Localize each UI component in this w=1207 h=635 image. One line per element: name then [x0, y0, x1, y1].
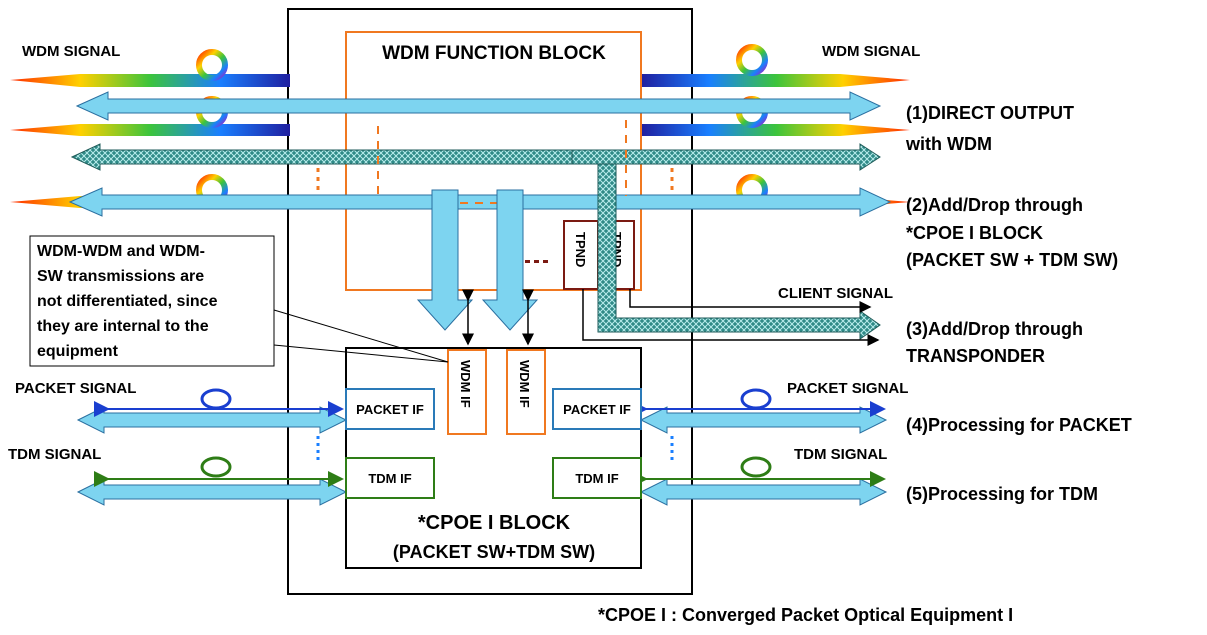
wdm-signal-left-label: WDM SIGNAL	[22, 43, 120, 60]
packet-if-right-label: PACKET IF	[563, 402, 631, 417]
packet-ring-left	[200, 388, 232, 410]
route2-label-2: *CPOE I BLOCK	[906, 223, 1043, 243]
client-line-1	[629, 289, 872, 313]
svg-text:WDM-WDM and WDM-: WDM-WDM and WDM-	[37, 243, 205, 260]
cpoe-block-line2: (PACKET SW+TDM SW)	[393, 542, 595, 562]
equipment-outer-box	[287, 8, 693, 595]
note-text: WDM-WDM and WDM- SW transmissions are no…	[37, 243, 218, 360]
teal-hatched-arrow	[70, 143, 881, 171]
note-box	[29, 235, 275, 367]
svg-text:SW transmissions are: SW transmissions are	[37, 268, 204, 285]
route5-label: (5)Processing for TDM	[906, 484, 1098, 504]
wdm-if-box-1	[447, 349, 487, 435]
wdm-if-box-2	[506, 349, 546, 435]
outer-dashes	[316, 168, 674, 190]
packet-arrow-right	[639, 406, 888, 434]
tpnd-dots	[525, 260, 548, 263]
tdm-ring-right	[740, 456, 772, 478]
teal-client-path	[597, 163, 881, 340]
wdm-streaks-right	[642, 74, 910, 208]
route3-label-2: TRANSPONDER	[906, 346, 1045, 366]
packet-if-left	[345, 388, 435, 430]
cpoe-block-line1: *CPOE I BLOCK	[418, 512, 571, 534]
route3-label-1: (3)Add/Drop through	[906, 319, 1083, 339]
wdm-if-label-2: WDM IF	[517, 360, 532, 408]
tdm-if-left-label: TDM IF	[368, 471, 411, 486]
client-signal-label: CLIENT SIGNAL	[778, 285, 893, 302]
client-line-2	[582, 289, 880, 346]
route1-label-1: (1)DIRECT OUTPUT	[906, 103, 1074, 123]
tdm-if-right	[552, 457, 642, 499]
packet-ring-right	[740, 388, 772, 410]
packet-if-right	[552, 388, 642, 430]
packet-arrow-left	[76, 406, 348, 434]
wdm-streaks-left	[10, 74, 290, 208]
wdm-if-label-1: WDM IF	[458, 360, 473, 408]
wdm-signal-right-label: WDM SIGNAL	[822, 43, 920, 60]
svg-text:they are internal to the: they are internal to the	[37, 318, 209, 335]
wdm-function-block-label: WDM FUNCTION BLOCK	[382, 43, 606, 64]
tdm-arrow-right	[639, 478, 888, 506]
tdm-signal-left-label: TDM SIGNAL	[8, 446, 101, 463]
route4-label: (4)Processing for PACKET	[906, 415, 1132, 435]
down-arrow-1	[416, 189, 474, 331]
svg-text:equipment: equipment	[37, 343, 119, 360]
route1-label-2: with WDM	[905, 134, 992, 154]
packet-signal-left-label: PACKET SIGNAL	[15, 380, 136, 397]
footnote: *CPOE I : Converged Packet Optical Equip…	[598, 605, 1013, 625]
route2-label-3: (PACKET SW + TDM SW)	[906, 250, 1118, 270]
tdm-arrow-left	[76, 478, 348, 506]
tdm-if-left	[345, 457, 435, 499]
route1-arrow	[75, 91, 882, 121]
route2-label-1: (2)Add/Drop through	[906, 195, 1083, 215]
svg-text:not differentiated, since: not differentiated, since	[37, 293, 218, 310]
tdm-ring-left	[200, 456, 232, 478]
tpnd-label-1: TPND	[573, 232, 588, 267]
packet-signal-right-label: PACKET SIGNAL	[787, 380, 908, 397]
tdm-signal-right-label: TDM SIGNAL	[794, 446, 887, 463]
tdm-if-right-label: TDM IF	[575, 471, 618, 486]
packet-if-left-label: PACKET IF	[356, 402, 424, 417]
tpnd-box-1	[563, 220, 599, 290]
